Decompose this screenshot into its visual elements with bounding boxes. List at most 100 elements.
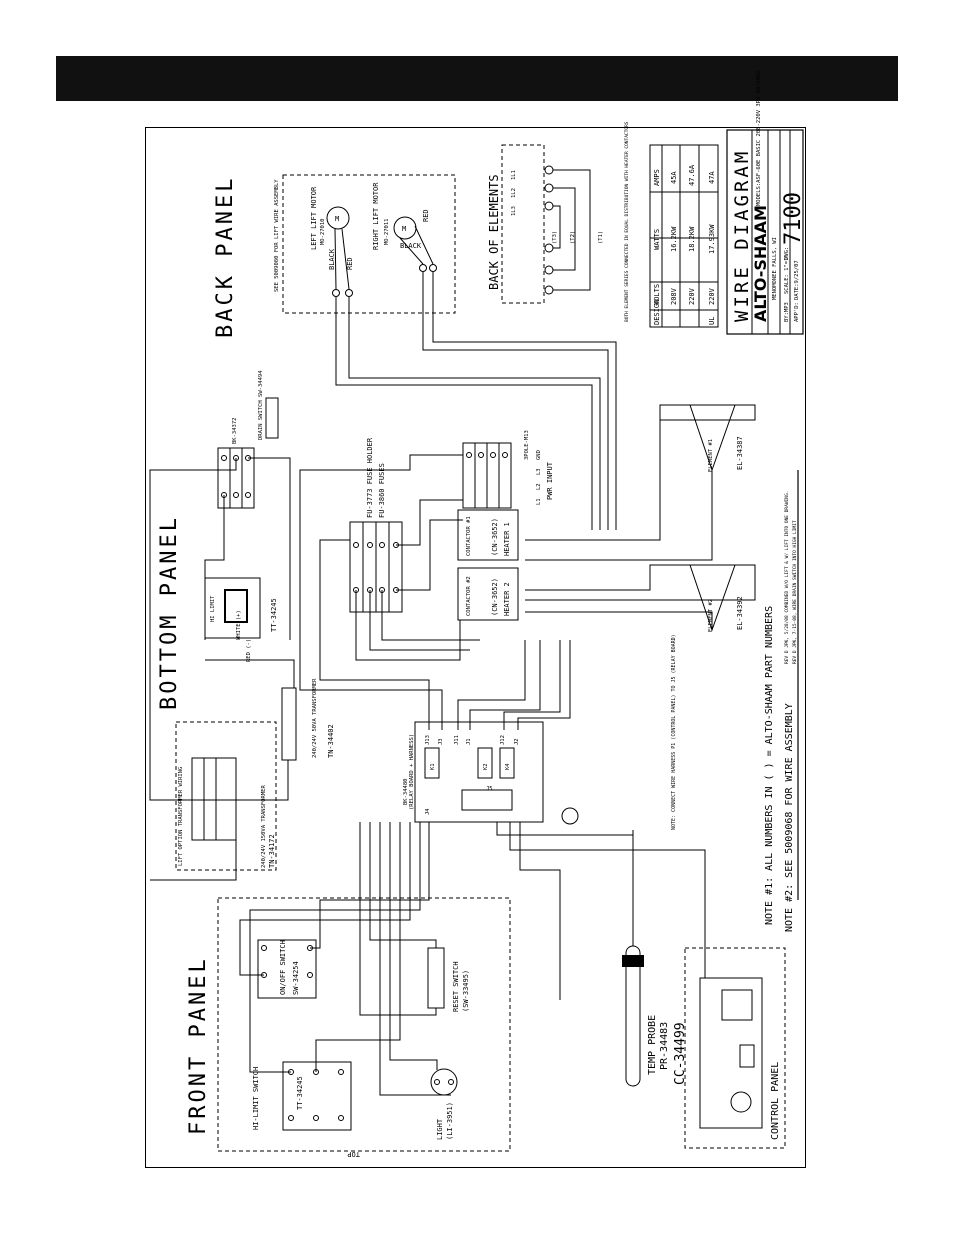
power-line: GND [536,450,542,460]
contactor2-label: (CN-3652) [491,578,499,616]
element1-label: EL-34387 [736,436,744,470]
relay-k2: K2 [483,763,489,770]
design-table: DESIGN VOLTS WATTS AMPS 208V 16.2KW 45A … [624,121,719,328]
drawn-by: BY:MP3 [784,302,790,322]
relay-jack: J12 [500,735,506,745]
control-panel-label: CONTROL PANEL [770,1062,781,1140]
element2-name: ELEMENT #2 [708,599,714,632]
relay-board: BK-34480 (RELAY BOARD + HARNESS) K1 K2 K… [403,634,677,830]
right-motor-wire1: BLACK [400,242,422,250]
relay-jack: J11 [454,735,460,745]
main-transformer: 240/24V 50VA TRANSFORMER TN-34402 [281,678,335,761]
title-block: WIRE DIAGRAM ALTO-SHAAM MENOMONEE FALLS,… [726,70,806,335]
right-motor-label: RIGHT LIFT MOTOR [372,182,380,250]
contactor1-label: (CN-3652) [491,518,499,556]
elem-link-t2: (T2) [570,231,576,244]
right-motor-symbol: M [402,225,406,233]
lift-transformer-title: LIFT OPTION TRANSFORMER WIRING [178,767,184,866]
table-cell: 208V [670,287,678,305]
note-2: NOTE #2: SEE 5009068 FOR WIRE ASSEMBLY [784,703,795,932]
light-part: (LI-3951) [446,1102,454,1140]
main-transformer-label: TN-34402 [327,724,335,758]
scale-text: SCALE: 1"=1" [784,254,790,294]
lift-note: SEE 5009080 FOR LIFT WIRE ASSEMBLY [274,179,280,292]
table-header-design: DESIGN [653,300,661,325]
relay-k4: K4 [505,763,511,770]
hi-limit-switch: HI-LIMIT SWITCH TT-34245 [252,1061,352,1131]
power-input-label: PWR INPUT [546,461,554,500]
hi-limit-label: HI-LIMIT SWITCH [252,1067,260,1130]
element1-name: ELEMENT #1 [708,439,714,472]
elem-term: 1L1 [511,170,517,180]
relay-jack: J2 [514,738,520,745]
element2-label: EL-34392 [736,596,744,630]
table-cell: 17.93KW [708,224,716,254]
terminal-block-label: BK-34372 [232,418,238,445]
hi-limit-part: TT-34245 [296,1076,304,1110]
relay-jack: J1 [466,738,472,745]
back-panel-title: BACK PANEL [213,176,238,338]
power-line: L2 [536,483,542,490]
element-2: ELEMENT #2 EL-34392 [689,564,744,632]
back-of-elements-title: BACK OF ELEMENTS [487,174,501,290]
relay-jack: J5 [486,786,493,792]
left-motor-symbol: M [335,215,339,223]
right-motor-part: MO-27011 [384,219,390,246]
elem-link-t3: (T3) [552,231,558,244]
table-cell: 220V [708,287,716,305]
high-limit-block: TT-34245 HI LIMIT RED (-) WHITE (+) [204,577,278,662]
left-motor-label: LEFT LIFT MOTOR [310,186,318,250]
lift-transformer: LIFT OPTION TRANSFORMER WIRING 240/24V 1… [175,721,277,871]
main-transformer-spec: 240/24V 50VA TRANSFORMER [312,678,318,758]
elem-link-t1: (T1) [598,231,604,244]
left-motor-wire2: RED [346,257,354,270]
wiring [149,272,756,1096]
relay-note: NOTE: CONNECT WIRE HARNESS P1 (CONTROL P… [671,634,677,830]
table-cell: 47A [708,171,716,184]
elem-term: 1L3 [511,206,517,216]
brand-logo-text: ALTO-SHAAM [751,205,770,322]
relay-jack: J13 [425,735,431,745]
brand-location: MENOMONEE FALLS, WI [772,237,778,300]
back-of-elements: 1L1 1L2 1L3 (T3) (T2) (T1) [501,144,604,304]
reset-switch: RESET SWITCH (SW-33495) [427,947,470,1012]
control-panel: CONTROL PANEL [684,947,786,1149]
power-terminal-label: 3POLE-M13 [524,430,530,460]
light-label: LIGHT [436,1118,444,1140]
table-cell: 16.2KW [670,226,678,252]
control-panel-part: CC-34499 [673,1022,688,1085]
table-note: BOTH ELEMENT SERIES CONNECTED IN EQUAL D… [624,121,630,322]
table-cell: 45A [670,171,678,184]
appd-text: APP'D: [794,302,800,322]
high-limit-terms: HI LIMIT [210,595,216,622]
lift-transformer-label: TN-34172 [268,834,276,868]
right-motor-wire2: RED [422,209,430,222]
neutral-white: WHITE (+) [236,610,242,640]
date-text: DATE:9/25/07 [794,260,800,300]
header-bar [56,56,898,101]
dwg-number: 7100 [781,192,806,245]
temp-probe: TEMP PROBE PR-34483 CC-34499 [622,830,688,1087]
contactor-2: CONTACTOR #2 (CN-3652) HEATER 2 [457,567,519,621]
power-line: L1 [536,498,542,505]
contactor2-heater: HEATER 2 [503,582,511,616]
table-cell: 18.2KW [688,226,696,252]
temp-probe-part: PR-34483 [659,1022,670,1070]
on-off-part: SW-34254 [292,961,300,995]
diagram-title: WIRE DIAGRAM [731,149,753,322]
contactor1-heater: HEATER 1 [503,522,511,556]
relay-jack: J4 [425,808,431,815]
relay-label: BK-34480 [403,779,409,806]
rev-note-1: REV D JPK, 5/28/08 COMBINED W/O LIFT & W… [784,491,790,664]
table-cell: 47.6A [688,164,696,186]
dwg-label: DWG: [784,247,790,260]
relay-k1: K1 [430,763,436,770]
on-off-label: ON/OFF SWITCH [279,940,287,995]
contactor1-name: CONTACTOR #1 [466,516,472,556]
reset-part: (SW-33495) [462,970,470,1012]
fuses-label: FU-3860 FUSES [378,463,386,518]
power-input: 3POLE-M13 PWR INPUT L1 L2 L3 GND FU-3773… [349,430,554,613]
table-cell: 220V [688,287,696,305]
relay-desc: (RELAY BOARD + HARNESS) [409,734,415,810]
